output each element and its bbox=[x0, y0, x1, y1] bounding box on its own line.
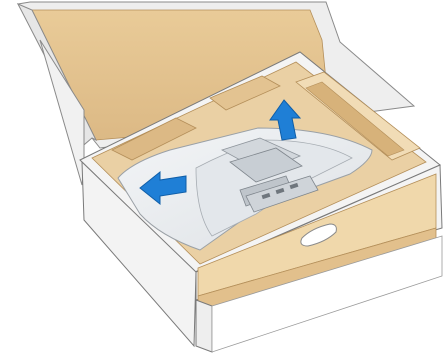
box-illustration bbox=[0, 0, 444, 356]
installation-diagram bbox=[0, 0, 444, 356]
